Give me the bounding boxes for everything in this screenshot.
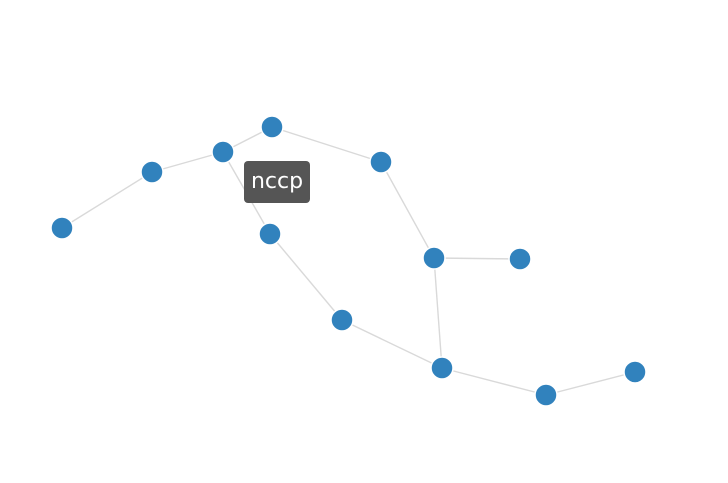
- graph-node-n8[interactable]: [258, 222, 282, 246]
- graph-node-n2[interactable]: [140, 160, 164, 184]
- graph-node-n7[interactable]: [508, 247, 532, 271]
- edge-n1-n2: [61, 171, 153, 229]
- graph-node-n3[interactable]: [211, 140, 235, 164]
- edge-n10-n6: [433, 257, 443, 369]
- graph-node-n12[interactable]: [623, 360, 647, 384]
- graph-node-n10[interactable]: [430, 356, 454, 380]
- node-tooltip: nccp: [244, 161, 310, 203]
- graph-node-n9[interactable]: [330, 308, 354, 332]
- edge-n10-n11: [441, 367, 547, 396]
- edge-n2-n3: [151, 151, 224, 173]
- edge-n6-n7: [433, 257, 521, 260]
- edge-n9-n10: [341, 319, 443, 369]
- edges-layer: [61, 126, 636, 396]
- edge-n5-n6: [380, 161, 435, 259]
- nodes-layer: [50, 115, 647, 407]
- edge-n4-n5: [271, 126, 382, 163]
- graph-node-n5[interactable]: [369, 150, 393, 174]
- tooltip-text: nccp: [250, 169, 304, 194]
- graph-node-n6[interactable]: [422, 246, 446, 270]
- graph-node-n11[interactable]: [534, 383, 558, 407]
- graph-node-n4[interactable]: [260, 115, 284, 139]
- edge-n8-n9: [269, 233, 343, 321]
- edge-n11-n12: [545, 371, 636, 396]
- graph-node-n1[interactable]: [50, 216, 74, 240]
